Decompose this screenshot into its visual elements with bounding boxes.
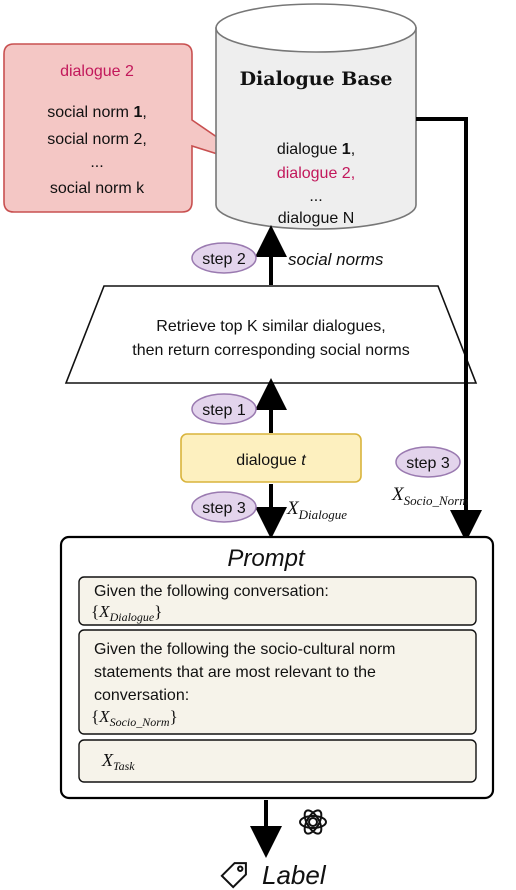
prompt-norms-box xyxy=(78,629,477,735)
prompt-task-box xyxy=(78,739,477,783)
svg-text:dialogue t: dialogue t xyxy=(236,452,306,469)
step3-badge-left: step 3 xyxy=(191,491,257,523)
step3-badge-right: step 3 xyxy=(395,446,461,478)
db-ellipsis: ... xyxy=(309,188,322,205)
prompt-conversation-text: Given the following conversation: xyxy=(94,583,329,600)
prompt-title: Prompt xyxy=(227,545,306,572)
svg-text:step 3: step 3 xyxy=(202,500,246,517)
svg-text:step 1: step 1 xyxy=(202,402,246,419)
callout-title: dialogue 2 xyxy=(60,63,134,80)
db-item-1: dialogue 1, xyxy=(277,141,355,158)
prompt-box: Prompt Given the following conversation:… xyxy=(59,535,495,800)
tag-icon xyxy=(220,862,247,889)
callout-line-1: social norm 1, xyxy=(47,104,147,121)
callout-line-2: social norm 2, xyxy=(47,131,147,148)
svg-text:step 2: step 2 xyxy=(202,251,246,268)
arrow-db-to-prompt xyxy=(416,117,482,542)
retrieve-line-2: then return corresponding social norms xyxy=(132,342,409,359)
prompt-conversation-box xyxy=(78,576,477,626)
callout-bubble: dialogue 2 social norm 1, social norm 2,… xyxy=(3,43,263,213)
db-title: Dialogue Base xyxy=(240,68,393,90)
x-socio-norm-label: XSocio_Norm xyxy=(391,484,469,508)
prompt-x-task: XTask xyxy=(101,750,135,773)
prompt-x-socio-norm: {XSocio_Norm} xyxy=(91,707,178,729)
db-item-n: dialogue N xyxy=(278,210,355,227)
retrieve-line-1: Retrieve top K similar dialogues, xyxy=(156,318,385,335)
prompt-norms-line-2: statements that are most relevant to the xyxy=(94,664,376,681)
dialogue-base-database: Dialogue Base dialogue 1, dialogue 2, ..… xyxy=(215,3,417,230)
social-norms-label: social norms xyxy=(288,250,384,269)
openai-logo-icon xyxy=(299,809,327,835)
prompt-norms-line-1: Given the following the socio-cultural n… xyxy=(94,641,395,658)
step2-badge: step 2 xyxy=(191,242,257,274)
prompt-x-dialogue: {XDialogue} xyxy=(91,602,162,624)
callout-line-k: social norm k xyxy=(50,180,145,197)
retrieve-trapezoid: Retrieve top K similar dialogues, then r… xyxy=(64,285,478,384)
db-item-2: dialogue 2, xyxy=(277,165,355,182)
dialogue-t-box: dialogue t xyxy=(180,433,362,483)
svg-text:step 3: step 3 xyxy=(406,455,450,472)
output-label: Label xyxy=(262,860,327,890)
prompt-norms-line-3: conversation: xyxy=(94,687,189,704)
callout-ellipsis: ... xyxy=(90,154,103,171)
x-dialogue-label: XDialogue xyxy=(286,498,347,522)
step1-badge: step 1 xyxy=(191,393,257,425)
